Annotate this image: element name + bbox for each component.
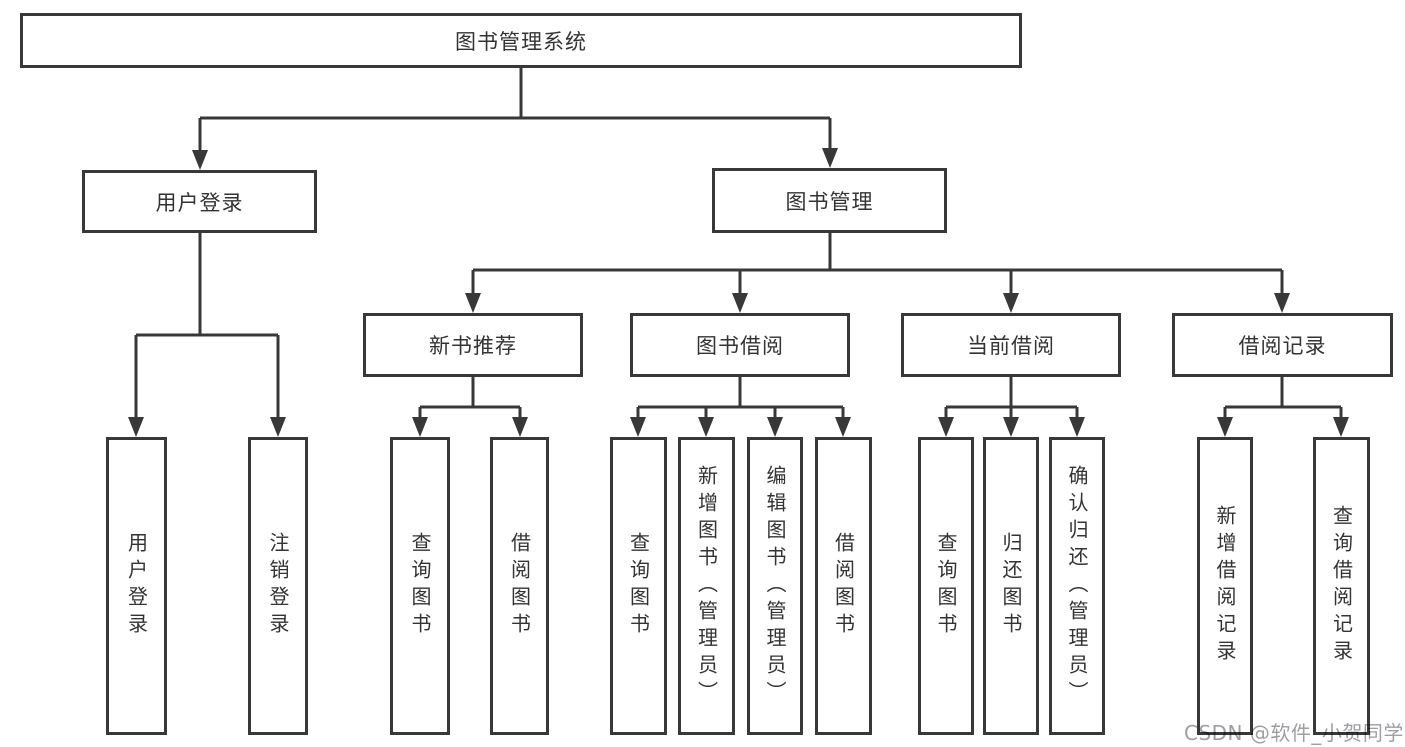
arrowhead-icon [630, 417, 646, 437]
leaf-user-login: 用户登录 [106, 437, 167, 735]
arrowhead-icon [1333, 417, 1349, 437]
node-borrowing-records: 借阅记录 [1172, 313, 1393, 377]
leaf-bb-edit-book-admin: 编辑图书（管理员） [747, 437, 803, 735]
arrowhead-icon [822, 148, 838, 168]
watermark: CSDN @软件_小贺同学 [1184, 721, 1404, 745]
leaf-nbr-query-books: 查询图书 [390, 437, 450, 735]
arrowhead-icon [512, 417, 528, 437]
node-book-management-system: 图书管理系统 [20, 13, 1022, 68]
node-book-borrowing: 图书借阅 [630, 313, 850, 377]
leaf-br-add-record: 新增借阅记录 [1197, 437, 1253, 735]
leaf-cb-confirm-return-admin: 确认归还（管理员） [1049, 437, 1105, 735]
arrowhead-icon [465, 293, 481, 313]
arrowhead-icon [1069, 417, 1085, 437]
arrowhead-icon [938, 417, 954, 437]
leaf-logout: 注销登录 [248, 437, 308, 735]
arrowhead-icon [1217, 417, 1233, 437]
node-new-book-recommendation: 新书推荐 [363, 313, 583, 377]
leaf-bb-borrow-books: 借阅图书 [815, 437, 872, 735]
node-current-borrowing: 当前借阅 [901, 313, 1121, 377]
arrowhead-icon [270, 417, 286, 437]
leaf-cb-return-books: 归还图书 [983, 437, 1039, 735]
node-user-login: 用户登录 [82, 170, 317, 233]
arrowhead-icon [698, 417, 714, 437]
leaf-nbr-borrow-books: 借阅图书 [490, 437, 549, 735]
leaf-bb-add-book-admin: 新增图书（管理员） [678, 437, 735, 735]
arrowhead-icon [1003, 417, 1019, 437]
arrowhead-icon [767, 417, 783, 437]
arrowhead-icon [1274, 293, 1290, 313]
node-book-management: 图书管理 [712, 168, 947, 233]
arrowhead-icon [835, 417, 851, 437]
leaf-br-query-record: 查询借阅记录 [1313, 437, 1370, 735]
arrowhead-icon [128, 417, 144, 437]
arrowhead-icon [732, 293, 748, 313]
leaf-bb-query-books: 查询图书 [610, 437, 667, 735]
leaf-cb-query-books: 查询图书 [918, 437, 974, 735]
arrowhead-icon [412, 417, 428, 437]
arrowhead-icon [192, 150, 208, 170]
arrowhead-icon [1003, 293, 1019, 313]
